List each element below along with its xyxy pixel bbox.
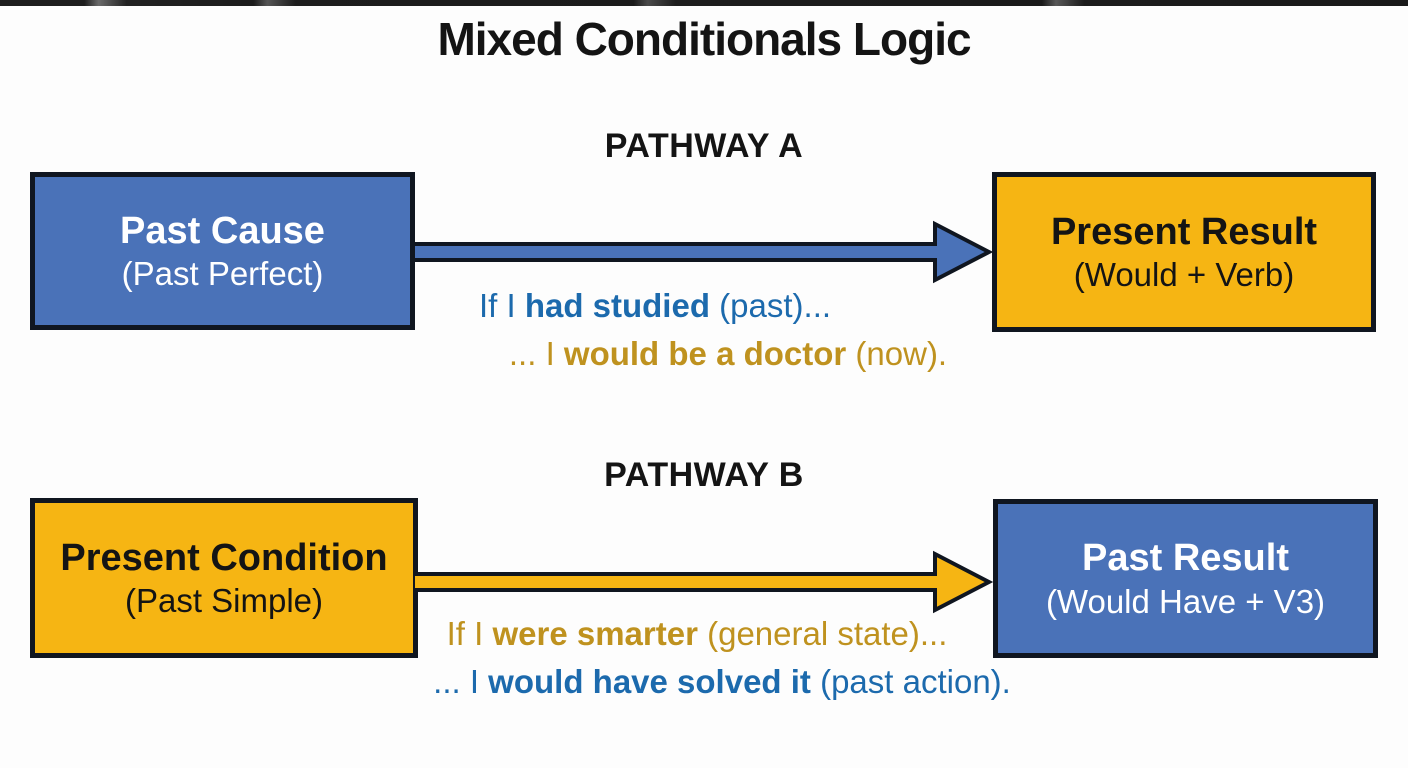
past-cause-box-title: Past Cause xyxy=(120,209,325,252)
example-text-segment-bold: would be a doctor xyxy=(563,335,847,372)
example-text-segment: (general state)... xyxy=(697,615,948,652)
present-condition-box: Present Condition (Past Simple) xyxy=(30,498,418,658)
present-result-box-title: Present Result xyxy=(1050,210,1318,253)
example-text-segment: If I xyxy=(478,287,525,324)
pathway-a-example-condition: If I had studied (past)... xyxy=(478,287,832,324)
example-text-segment: ... I xyxy=(508,335,564,372)
pathway-b-example-condition: If I were smarter (general state)... xyxy=(446,615,948,652)
example-text-segment-bold: had studied xyxy=(524,287,710,324)
example-text-segment: (now). xyxy=(846,335,948,372)
past-result-box-subtitle: (Would Have + V3) xyxy=(1045,582,1326,620)
past-result-box-title: Past Result xyxy=(1082,537,1289,580)
pathway-b-right-arrow-icon xyxy=(413,550,993,614)
past-cause-box-subtitle: (Past Perfect) xyxy=(121,255,324,293)
example-text-segment: (past action). xyxy=(810,663,1011,700)
example-text-segment: ... I xyxy=(433,663,489,700)
example-text-segment-bold: were smarter xyxy=(492,615,698,652)
present-result-box: Present Result (Would + Verb) xyxy=(992,172,1376,332)
present-result-box-subtitle: (Would + Verb) xyxy=(1073,256,1295,294)
example-text-segment: If I xyxy=(446,615,493,652)
past-cause-box: Past Cause (Past Perfect) xyxy=(30,172,415,330)
pathway-b-example-result: ... I would have solved it (past action)… xyxy=(433,663,1011,700)
pathway-b-label: PATHWAY B xyxy=(604,456,804,494)
past-result-box: Past Result (Would Have + V3) xyxy=(993,499,1378,658)
pathway-a-example-result: ... I would be a doctor (now). xyxy=(508,335,948,372)
present-condition-box-title: Present Condition xyxy=(60,536,388,579)
pathway-a-right-arrow-icon xyxy=(413,220,993,284)
example-text-segment-bold: would have solved it xyxy=(488,663,811,700)
pathway-a-label: PATHWAY A xyxy=(604,127,804,165)
present-condition-box-subtitle: (Past Simple) xyxy=(124,582,324,620)
top-border-strip xyxy=(0,0,1408,6)
diagram-title: Mixed Conditionals Logic xyxy=(437,13,971,65)
example-text-segment: (past)... xyxy=(710,287,832,324)
